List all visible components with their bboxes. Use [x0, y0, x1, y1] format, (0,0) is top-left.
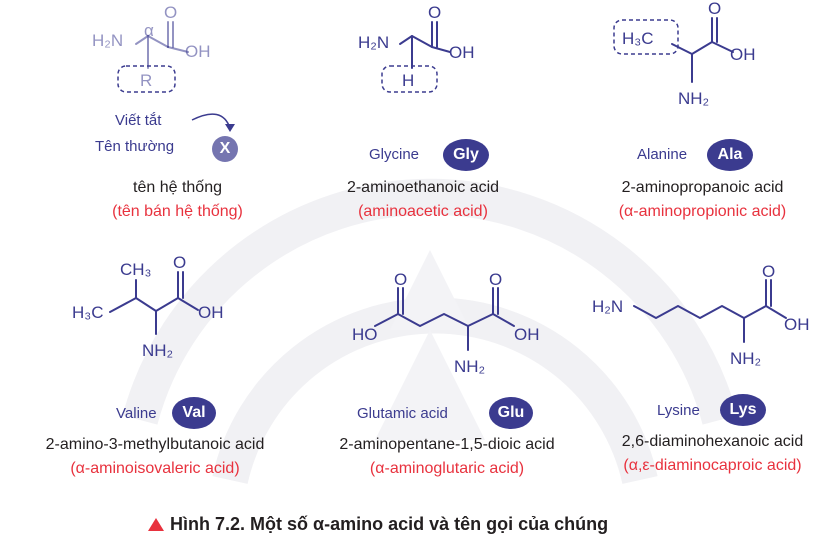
legend-oh: OH [185, 42, 211, 61]
caption-triangle-icon [148, 518, 164, 531]
legend-alpha: α [144, 21, 154, 40]
glu-systematic: 2-aminopentane-1,5-dioic acid [339, 436, 555, 453]
glu-o1: O [394, 270, 407, 289]
lys-badge: Lys [720, 394, 766, 426]
legend-abbrev-label: Viết tắt [115, 112, 162, 129]
glu-badge: Glu [489, 397, 533, 429]
val-o: O [173, 253, 186, 272]
glu-oh: OH [514, 325, 540, 344]
ala-common: (α-aminopropionic acid) [618, 203, 787, 220]
lys-systematic: 2,6-diaminohexanoic acid [621, 433, 804, 450]
val-ch3: CH₃ [120, 260, 151, 279]
val-nh2: NH₂ [142, 341, 173, 360]
val-systematic: 2-amino-3-methylbutanoic acid [45, 436, 265, 453]
ala-name: Alanine [637, 146, 688, 163]
legend-semi: (tên bán hệ thống) [112, 203, 243, 220]
gly-badge: Gly [443, 139, 489, 171]
legend-r: R [140, 71, 152, 90]
gly-oh: OH [449, 43, 475, 62]
gly-systematic: 2-aminoethanoic acid [346, 179, 500, 196]
gly-nh2: H₂N [358, 33, 389, 52]
lys-names: 2,6-diaminohexanoic acid (α,ε-diaminocap… [600, 430, 825, 478]
gly-common: (aminoacetic acid) [358, 203, 488, 220]
lys-nh2: NH₂ [730, 349, 761, 368]
val-common: (α-aminoisovaleric acid) [70, 460, 240, 477]
glu-name: Glutamic acid [357, 405, 448, 422]
ala-side: H₃C [622, 29, 653, 48]
legend-common-label: Tên thường [95, 138, 175, 155]
gly-name: Glycine [369, 146, 420, 163]
legend-badge: X [212, 136, 238, 162]
val-badge: Val [172, 397, 216, 429]
legend-nh2: H₂N [92, 31, 123, 50]
ala-systematic: 2-aminopropanoic acid [621, 179, 784, 196]
ala-oh: OH [730, 45, 756, 64]
legend-systematic: tên hệ thống [133, 179, 222, 196]
caption-text: Hình 7.2. Một số α-amino acid và tên gọi… [170, 514, 609, 534]
gly-names: 2-aminoethanoic acid (aminoacetic acid) [318, 176, 528, 224]
lys-o: O [762, 262, 775, 281]
ala-names: 2-aminopropanoic acid (α-aminopropionic … [590, 176, 815, 224]
val-oh: OH [198, 303, 224, 322]
lys-common: (α,ε-diaminocaproic acid) [623, 457, 802, 474]
lys-name: Lysine [657, 402, 700, 419]
lys-oh: OH [784, 315, 810, 334]
ala-badge: Ala [707, 139, 753, 171]
legend-names: tên hệ thống (tên bán hệ thống) [90, 176, 265, 224]
legend-o: O [164, 3, 177, 22]
figure-caption: Hình 7.2. Một số α-amino acid và tên gọi… [148, 514, 608, 535]
lys-h2n: H₂N [592, 297, 623, 316]
val-name: Valine [116, 405, 157, 422]
glu-nh2: NH₂ [454, 357, 485, 376]
glu-names: 2-aminopentane-1,5-dioic acid (α-aminogl… [302, 433, 592, 481]
gly-o: O [428, 3, 441, 22]
gly-side-h: H [402, 71, 414, 90]
ala-nh2: NH₂ [678, 89, 709, 108]
glu-ho: HO [352, 325, 378, 344]
val-h3c: H₃C [72, 303, 103, 322]
glu-o2: O [489, 270, 502, 289]
glu-common: (α-aminoglutaric acid) [369, 460, 525, 477]
val-names: 2-amino-3-methylbutanoic acid (α-aminois… [20, 433, 290, 481]
ala-o: O [708, 0, 721, 18]
